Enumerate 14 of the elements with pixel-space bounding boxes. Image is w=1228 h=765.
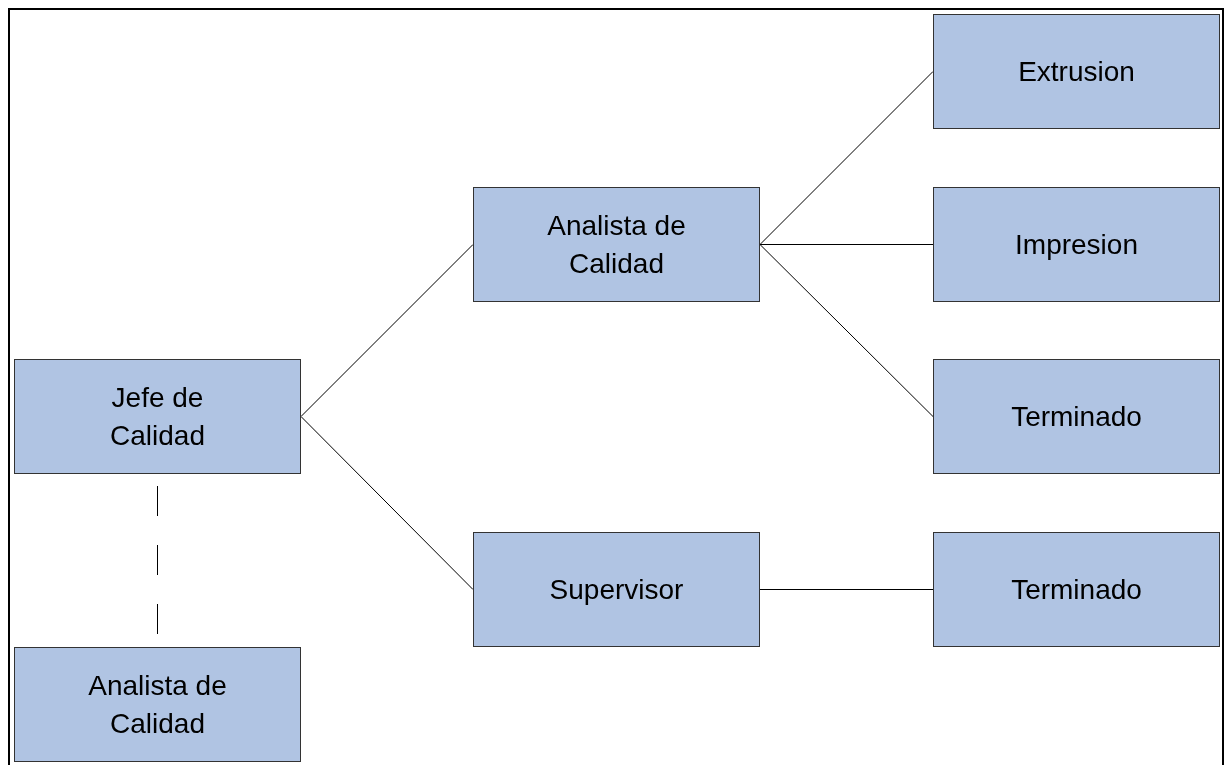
- role-box: Impresion: [933, 187, 1220, 302]
- role-box: Terminado: [933, 359, 1220, 474]
- role-box: Jefe de Calidad: [14, 359, 301, 474]
- connector-line: [300, 244, 474, 417]
- connector-line: [759, 589, 934, 590]
- connector-line: [300, 416, 474, 590]
- role-box: Terminado: [933, 532, 1220, 647]
- role-box: Analista de Calidad: [473, 187, 760, 302]
- role-box: Supervisor: [473, 532, 760, 647]
- role-box: Extrusion: [933, 14, 1220, 129]
- connector-line: [759, 71, 934, 245]
- connector-line: [759, 244, 934, 245]
- connector-line: [759, 244, 934, 417]
- role-box: Analista de Calidad: [14, 647, 301, 762]
